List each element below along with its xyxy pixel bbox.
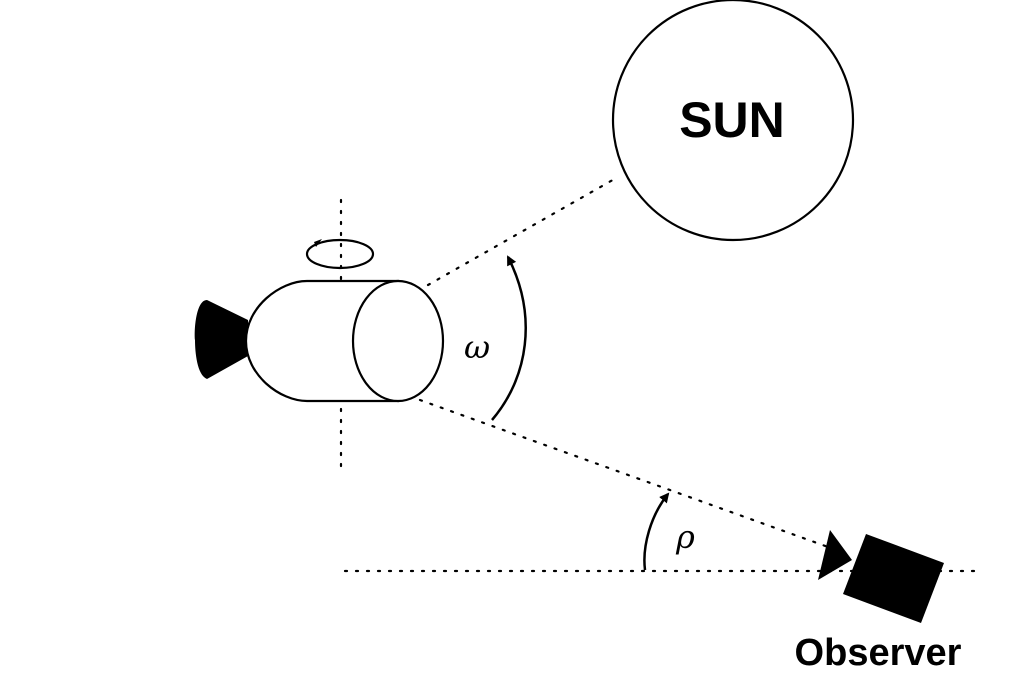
rho-label: ρ [675, 518, 695, 556]
satellite-icon [194, 279, 445, 403]
rotation-indicator-icon [305, 238, 375, 270]
omega-angle-arc [491, 255, 527, 421]
rho-angle-arc [643, 492, 670, 571]
observer-icon [818, 530, 944, 623]
observer-box [843, 534, 944, 623]
sun-circle [611, 0, 855, 242]
satellite-cylinder-end [351, 279, 445, 403]
observer-arrowhead [818, 530, 852, 580]
sun-label: SUN [679, 92, 785, 148]
observer-label: Observer [795, 632, 962, 674]
satellite-nozzle [194, 300, 248, 379]
sun-line-of-sight [426, 175, 620, 287]
observer-line-of-sight [418, 398, 844, 554]
omega-label: ω [464, 328, 490, 366]
